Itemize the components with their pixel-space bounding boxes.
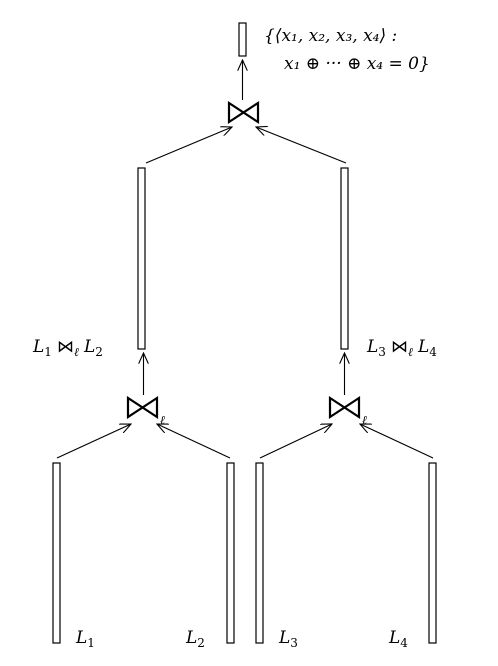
list-L2 <box>226 462 235 644</box>
edge-L2-to-join <box>157 424 231 459</box>
merged-list-L34 <box>340 167 349 350</box>
svg-text:ℓ: ℓ <box>160 413 165 427</box>
label-L2: L2 <box>185 628 205 650</box>
list-L1 <box>52 462 61 644</box>
list-L3 <box>255 462 264 644</box>
list-L4 <box>428 462 437 644</box>
merged-list-L12 <box>137 167 146 350</box>
edge-L3-to-join <box>259 424 332 459</box>
join-icon-right: ℓ <box>328 395 367 427</box>
label-L3: L3 <box>278 628 298 650</box>
edge-L4-to-join <box>360 424 434 459</box>
join-icon-top <box>227 100 260 125</box>
output-list <box>238 22 247 57</box>
output-set-line1: {⟨x₁, x₂, x₃, x₄⟩ : <box>264 26 397 46</box>
edge-L1-to-join <box>56 424 131 459</box>
label-L1: L1 <box>75 628 95 650</box>
join-icon-left: ℓ <box>126 395 165 427</box>
edge-L34-to-join <box>256 127 347 164</box>
label-L4: L4 <box>388 628 408 650</box>
output-set-line2: x₁ ⊕ ··· ⊕ x₄ = 0} <box>284 54 430 74</box>
svg-text:ℓ: ℓ <box>362 413 367 427</box>
edge-L12-to-join <box>145 127 232 164</box>
